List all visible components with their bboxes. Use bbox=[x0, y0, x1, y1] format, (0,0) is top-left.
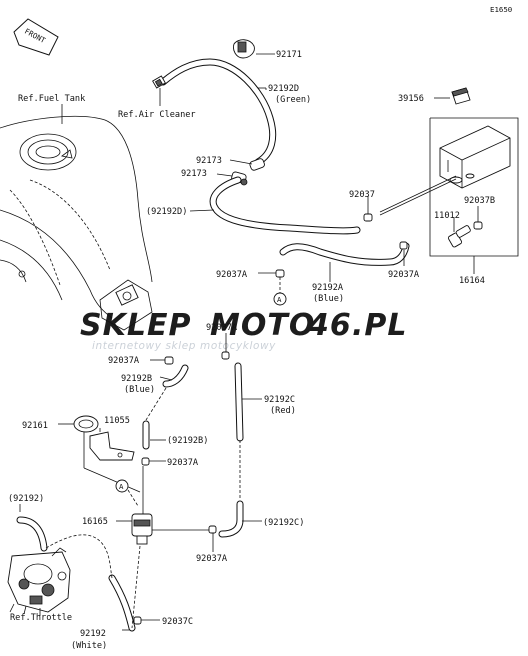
cap-39156 bbox=[451, 87, 471, 105]
clip-92037c bbox=[133, 616, 142, 625]
part-92192c-paren: (92192C) bbox=[263, 518, 304, 528]
part-92173-b: 92173 bbox=[181, 169, 207, 179]
clip-92037a-mid bbox=[221, 351, 230, 360]
part-92037a-4: 92037A bbox=[108, 356, 140, 366]
diagram-code: E1650 bbox=[490, 5, 512, 14]
red-label: (Red) bbox=[270, 406, 296, 416]
part-92192d: 92192D bbox=[268, 84, 299, 94]
part-92192: 92192 bbox=[80, 629, 106, 639]
blue-b-label: (Blue) bbox=[124, 385, 155, 395]
throttle-body-drawing bbox=[7, 547, 71, 616]
part-16165: 16165 bbox=[82, 517, 108, 527]
white-label: (White) bbox=[71, 641, 107, 651]
part-92192-paren: (92192) bbox=[8, 494, 44, 504]
ref-circle-a-top bbox=[273, 292, 287, 306]
part-92037a-3: 92037A bbox=[206, 323, 238, 333]
part-92192c: 92192C bbox=[264, 395, 295, 405]
front-arrow-icon: FRONT bbox=[13, 18, 59, 56]
part-92037a-5: 92037A bbox=[167, 458, 199, 468]
watermark-part3: 46 bbox=[307, 308, 352, 343]
green-label: (Green) bbox=[275, 95, 311, 105]
part-92037-top: 92037 bbox=[349, 190, 375, 200]
ref-fuel-tank-label: Ref.Fuel Tank bbox=[18, 94, 86, 104]
ref-throttle-label: Ref.Throttle bbox=[10, 613, 72, 623]
part-39156: 39156 bbox=[398, 94, 424, 104]
part-92037b: 92037B bbox=[464, 196, 495, 206]
clip-92037a-bottom bbox=[208, 525, 217, 534]
blue-a-label: (Blue) bbox=[313, 294, 344, 304]
part-92037a-1: 92037A bbox=[216, 270, 248, 280]
ref-air-cleaner-label: Ref.Air Cleaner bbox=[118, 110, 196, 120]
grommet-92161 bbox=[73, 415, 99, 433]
bracket-11055 bbox=[89, 431, 135, 461]
part-11012: 11012 bbox=[434, 211, 460, 221]
canister-drawing bbox=[439, 125, 511, 189]
part-16164: 16164 bbox=[459, 276, 485, 286]
air-cleaner-fitting bbox=[152, 75, 166, 89]
clip-92037a-left bbox=[275, 269, 285, 278]
fuel-tank-drawing bbox=[0, 115, 153, 331]
clip-92037 bbox=[363, 213, 373, 222]
watermark-part1: SKLEP bbox=[80, 308, 191, 343]
clip-92037a-left-mid bbox=[164, 356, 174, 365]
clamp-92171 bbox=[233, 39, 255, 59]
canister-assembly-box bbox=[429, 117, 519, 274]
part-92161: 92161 bbox=[22, 421, 48, 431]
part-92037c: 92037C bbox=[162, 617, 193, 627]
part-92173-a: 92173 bbox=[196, 156, 222, 166]
watermark-tagline: internetowy sklep motocyklowy bbox=[92, 340, 276, 352]
watermark: SKLEP MOTO 46 .PL internetowy sklep moto… bbox=[80, 308, 408, 352]
circle-a1: A bbox=[277, 295, 282, 304]
watermark-part4: .PL bbox=[352, 308, 408, 343]
part-92171: 92171 bbox=[276, 50, 302, 60]
part-11055: 11055 bbox=[104, 416, 130, 426]
part-92192a: 92192A bbox=[312, 283, 344, 293]
part-92192d-paren: (92192D) bbox=[146, 207, 187, 217]
circle-a2: A bbox=[119, 482, 124, 491]
part-92037a-6: 92037A bbox=[196, 554, 228, 564]
part-92192b-paren: (92192B) bbox=[167, 436, 208, 446]
part-92037a-2: 92037A bbox=[388, 270, 420, 280]
ref-circle-a-bottom bbox=[115, 479, 129, 493]
clip-92037a-lower bbox=[141, 457, 150, 466]
watermark-part2: MOTO bbox=[210, 308, 315, 343]
part-92192b: 92192B bbox=[121, 374, 152, 384]
clip-92037a-right bbox=[399, 241, 408, 250]
valve-16165 bbox=[131, 466, 210, 545]
valve-11012 bbox=[447, 225, 471, 248]
clip-92037b bbox=[473, 221, 483, 230]
